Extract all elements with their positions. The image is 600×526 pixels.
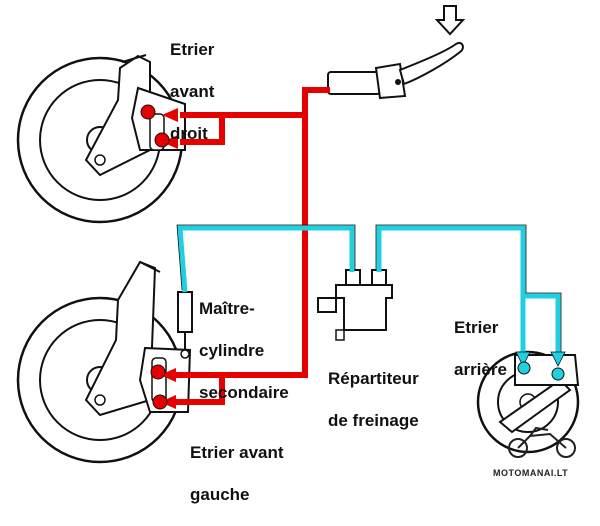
- brake-distributor-shape: [317, 269, 393, 341]
- rear-caliper-label: Etrier arrière: [454, 318, 507, 379]
- front-right-caliper-label: Etrier avant droit: [170, 40, 215, 143]
- secondary-master-cylinder-shape: [177, 291, 193, 359]
- diagram-canvas: [16, 5, 580, 464]
- brake-lever: [327, 42, 464, 100]
- motorcycle-logo-icon: [508, 426, 576, 458]
- front-left-wheel: [16, 260, 192, 464]
- rear-brake-circuit-outline: [176, 224, 562, 353]
- front-brake-circuit: [175, 87, 330, 405]
- rear-circuit-arrows: [515, 351, 566, 367]
- brake-distributor-label: Répartiteur de freinage: [328, 369, 419, 430]
- front-left-caliper-label: Etrier avant gauche: [190, 443, 284, 504]
- rear-wheel: [476, 350, 580, 454]
- front-circuit-arrows: [160, 108, 178, 409]
- rear-caliper-pistons: [517, 361, 565, 381]
- front-caliper-pistons: [140, 104, 170, 410]
- pressure-arrow-icon: [434, 5, 466, 36]
- secondary-master-cylinder-label: Maître- cylindre secondaire: [199, 299, 289, 402]
- watermark: MOTOMANAI.LT: [493, 468, 569, 478]
- brake-system-diagram: Etrier avant droit Maître- cylindre seco…: [16, 5, 580, 504]
- rear-brake-circuit: [177, 225, 561, 355]
